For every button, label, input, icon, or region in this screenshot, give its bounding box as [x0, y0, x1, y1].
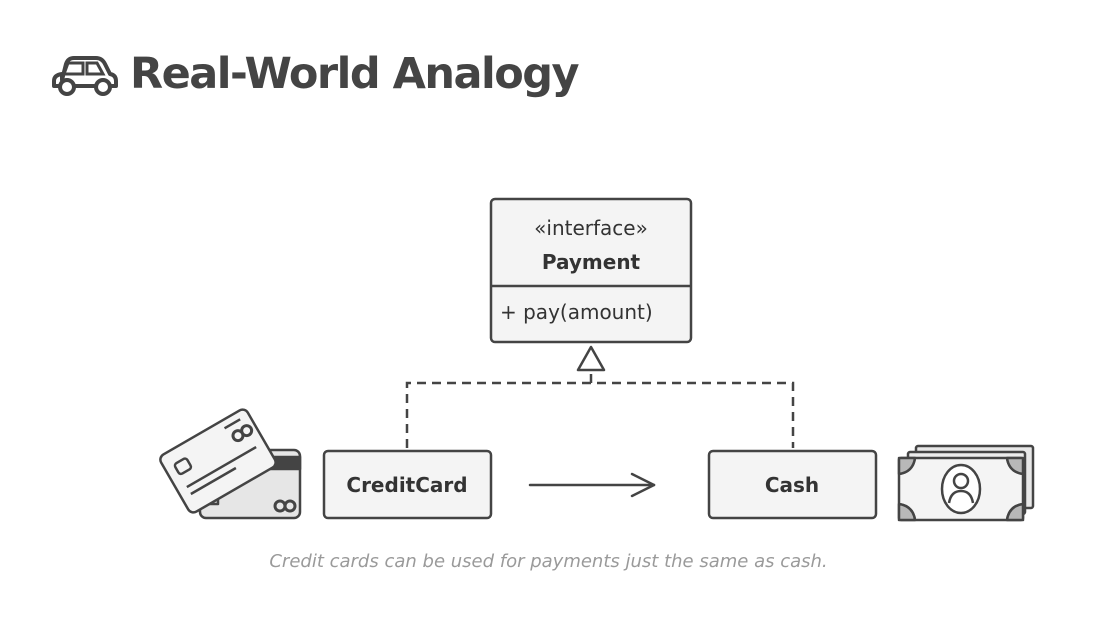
credit-cards-illustration — [159, 408, 302, 520]
creditcard-class-name: CreditCard — [346, 473, 467, 497]
interface-name: Payment — [542, 250, 641, 274]
association-arrow — [528, 472, 656, 498]
section-heading: Real-World Analogy — [52, 42, 580, 106]
figure-caption: Credit cards can be used for payments ju… — [269, 551, 828, 572]
page-title: Real-World Analogy — [130, 48, 580, 99]
creditcard-class-box: CreditCard — [322, 449, 493, 520]
car-icon — [52, 50, 118, 98]
interface-stereotype: «interface» — [534, 216, 648, 240]
banknotes-illustration — [897, 444, 1035, 522]
cash-class-name: Cash — [765, 473, 819, 497]
realization-connector — [405, 370, 795, 448]
cash-class-box: Cash — [707, 449, 878, 520]
payment-interface-box: «interface» Payment + pay(amount) — [489, 197, 693, 344]
realization-arrowhead — [576, 345, 606, 372]
interface-method: + pay(amount) — [500, 300, 653, 324]
